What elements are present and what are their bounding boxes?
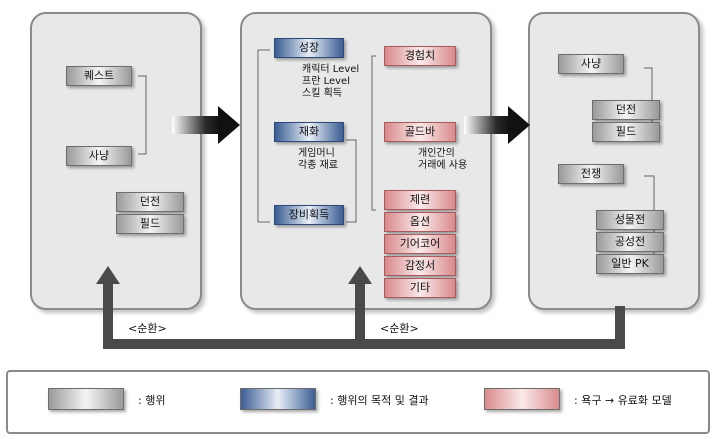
property-note-line: 게임머니 xyxy=(298,148,335,159)
dungeon-box: 던전 xyxy=(116,192,184,212)
bracket-hunt-right xyxy=(644,67,653,131)
option-box: 옵션 xyxy=(384,212,456,232)
right-dungeon-box: 던전 xyxy=(592,100,660,120)
growth-box: 성장 xyxy=(274,38,344,58)
bracket-left-middle xyxy=(257,49,270,223)
arrow-middle-to-right xyxy=(464,106,530,144)
hunt-box: 사냥 xyxy=(66,146,132,166)
gold-box: 골드바 xyxy=(384,122,456,142)
property-note: 게임머니 각종 재료 xyxy=(298,148,338,172)
siege-box: 성물전 xyxy=(596,210,664,230)
right-hunt-box: 사냥 xyxy=(558,54,624,74)
growth-note: 캐릭터 Level 프란 Level 스킬 획득 xyxy=(302,64,359,100)
legend-purpose-text: : 행위의 목적 및 결과 xyxy=(330,394,429,407)
quest-box: 퀘스트 xyxy=(66,66,132,86)
gold-note-line: 개인간의 xyxy=(418,148,455,159)
bracket-property-equipment xyxy=(346,139,357,223)
growth-note-line: 스킬 획득 xyxy=(302,88,342,99)
legend-gray-swatch xyxy=(48,388,124,410)
property-box: 재화 xyxy=(274,122,344,142)
exp-box: 경험치 xyxy=(384,46,456,66)
field-box: 필드 xyxy=(116,214,184,234)
etc-box: 기타 xyxy=(384,278,456,298)
gold-note-line: 거래에 사용 xyxy=(418,160,468,171)
right-field-box: 필드 xyxy=(592,122,660,142)
legend-action-text: : 행위 xyxy=(138,394,166,407)
growth-note-line: 프란 Level xyxy=(302,76,350,87)
appraisal-box: 감정서 xyxy=(384,256,456,276)
bracket-red-column xyxy=(371,55,376,211)
refine-box: 제련 xyxy=(384,190,456,210)
gold-note: 개인간의 거래에 사용 xyxy=(418,148,467,172)
pk-box: 일반 PK xyxy=(596,254,664,274)
property-note-line: 각종 재료 xyxy=(298,160,338,171)
cycle-loop xyxy=(96,266,625,349)
equipment-box: 장비획득 xyxy=(274,205,344,225)
gearcore-box: 기어코어 xyxy=(384,234,456,254)
legend: : 행위 : 행위의 목적 및 결과 : 욕구 → 유료화 모델 xyxy=(6,370,710,434)
bracket-quest-hunt xyxy=(138,75,147,155)
war-box: 전쟁 xyxy=(558,164,624,184)
arrow-left-to-middle xyxy=(172,106,240,144)
growth-note-line: 캐릭터 Level xyxy=(302,64,360,75)
cycle-label-right: <순환> xyxy=(378,320,421,336)
cycle-label-left: <순환> xyxy=(126,320,169,336)
legend-desire-text: : 욕구 → 유료화 모델 xyxy=(574,394,672,407)
castle-box: 공성전 xyxy=(596,232,664,252)
legend-red-swatch xyxy=(484,388,560,410)
legend-blue-swatch xyxy=(240,388,316,410)
